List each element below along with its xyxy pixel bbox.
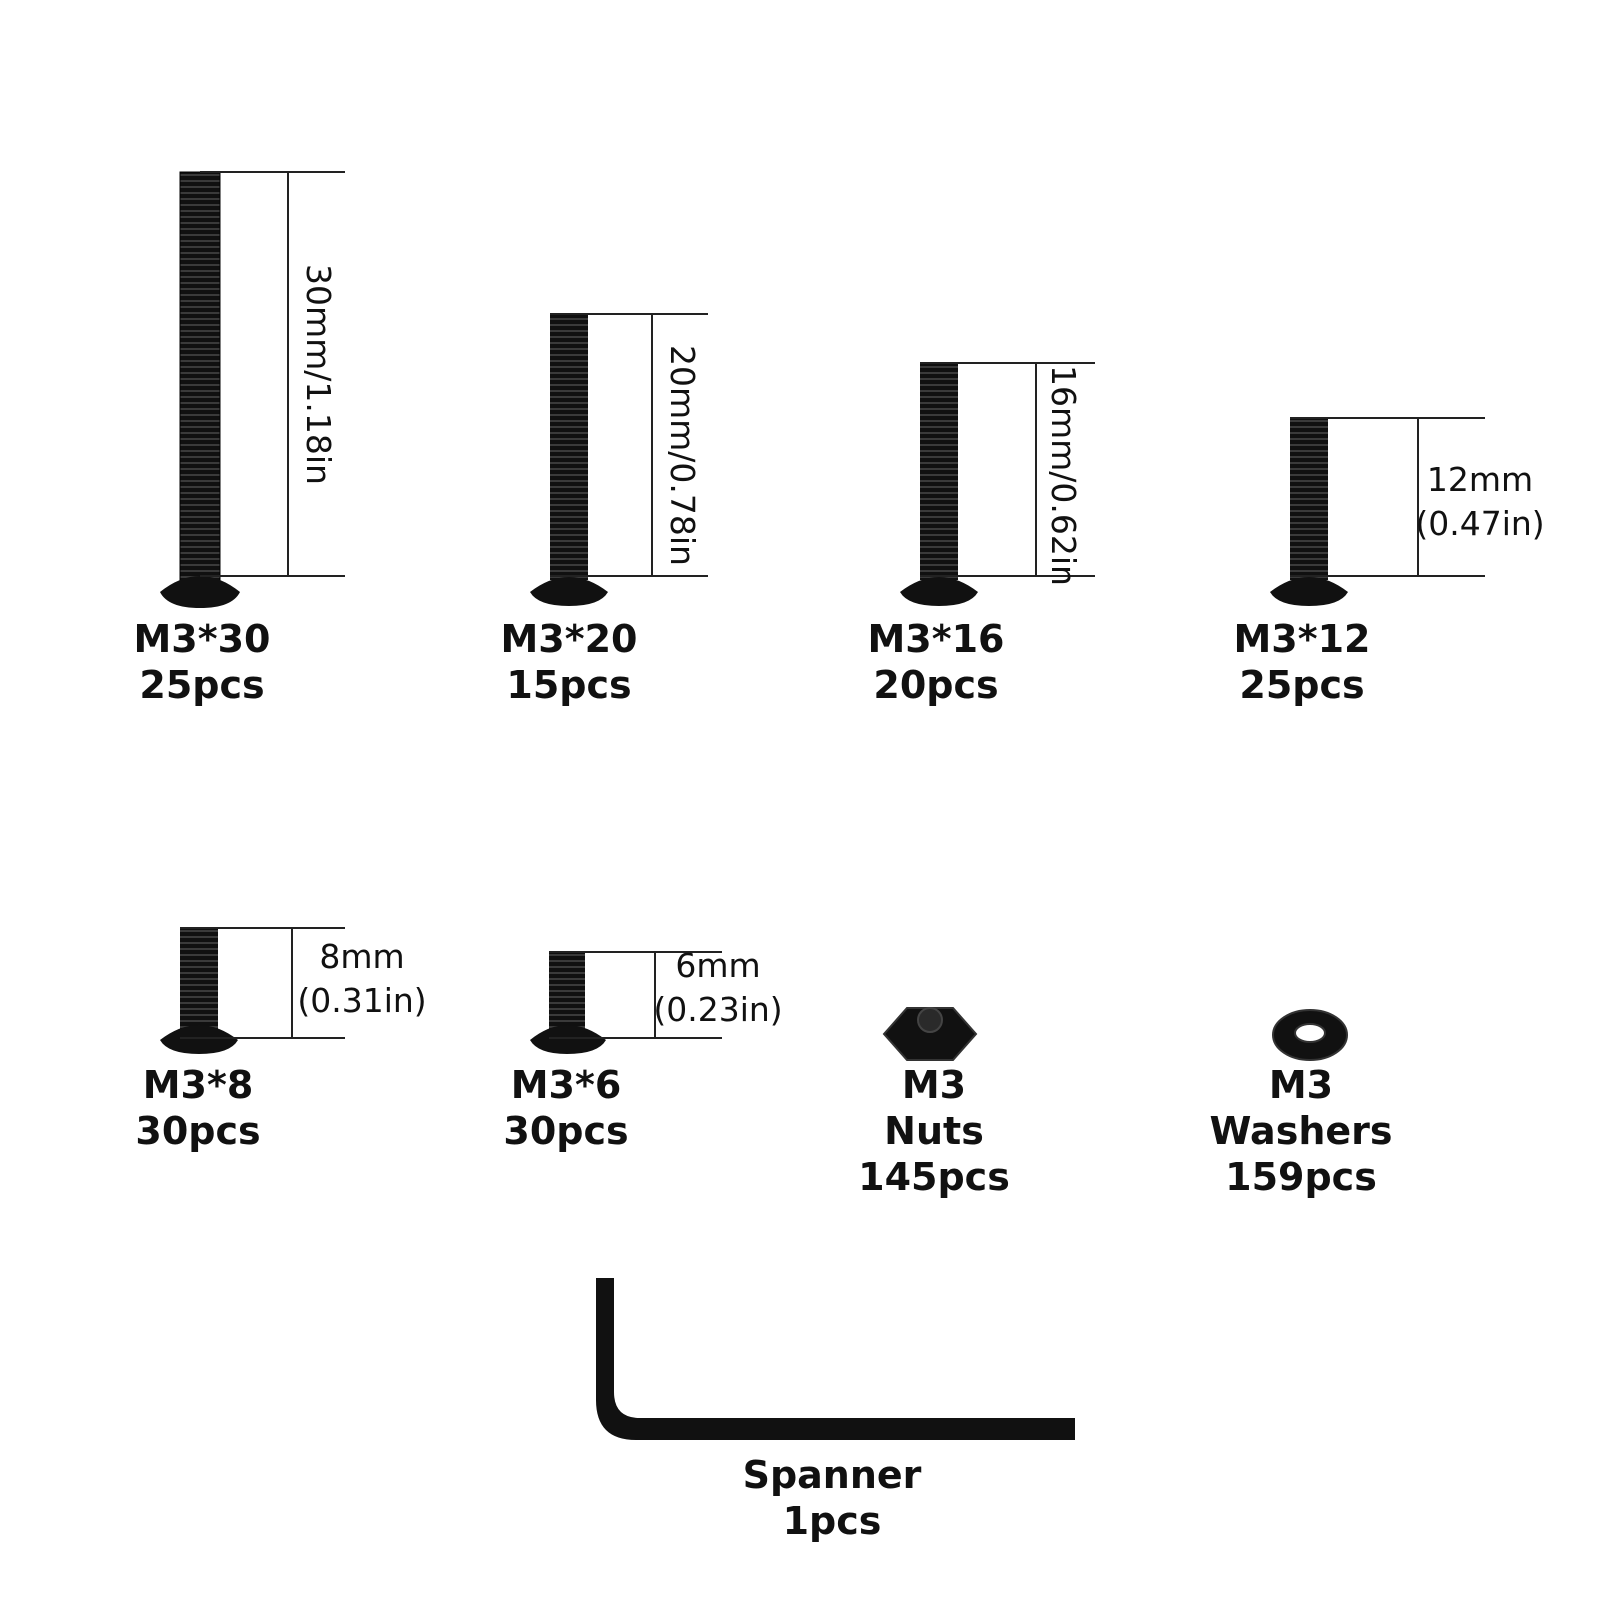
item-size: M3*8 xyxy=(142,1063,254,1107)
dimension-label-m3x30: 30mm/1.18in xyxy=(299,264,338,485)
screw-m3x6 xyxy=(530,952,606,1054)
item-qty: 20pcs xyxy=(873,663,999,707)
item-name: Nuts xyxy=(884,1109,984,1153)
screw-m3x20 xyxy=(530,314,608,606)
dimension-in: (0.31in) xyxy=(297,981,427,1020)
spanner-hex-key xyxy=(596,1278,1075,1440)
dimension-lines-m3x30 xyxy=(200,171,345,577)
label-m3x20: M3*20 15pcs xyxy=(500,616,637,708)
item-size: M3*12 xyxy=(1233,617,1371,661)
item-qty: 25pcs xyxy=(139,663,265,707)
item-qty: 30pcs xyxy=(135,1109,261,1153)
item-qty: 1pcs xyxy=(782,1499,882,1543)
label-m3x8: M3*8 30pcs xyxy=(135,1062,260,1154)
item-size: M3*30 xyxy=(133,617,271,661)
item-qty: 30pcs xyxy=(503,1109,629,1153)
dimension-label-m3x6: 6mm (0.23in) xyxy=(653,944,782,1032)
item-size: M3*16 xyxy=(867,617,1005,661)
item-size: M3*6 xyxy=(510,1063,622,1107)
dimension-lines-m3x12 xyxy=(1290,417,1485,577)
item-size: M3*20 xyxy=(500,617,638,661)
label-m3x6: M3*6 30pcs xyxy=(503,1062,628,1154)
label-washers: M3 Washers 159pcs xyxy=(1209,1062,1392,1200)
item-qty: 145pcs xyxy=(858,1155,1010,1199)
dimension-mm: 12mm xyxy=(1426,460,1534,499)
label-nuts: M3 Nuts 145pcs xyxy=(858,1062,1010,1200)
washer xyxy=(1272,1009,1348,1061)
item-qty: 159pcs xyxy=(1225,1155,1377,1199)
item-size: M3 xyxy=(1268,1063,1334,1107)
screw-m3x30 xyxy=(160,171,240,608)
dimension-label-m3x12: 12mm (0.47in) xyxy=(1415,458,1544,546)
dimension-label-m3x8: 8mm (0.31in) xyxy=(297,935,426,1023)
screw-m3x12 xyxy=(1270,418,1348,606)
dimension-in: (0.23in) xyxy=(653,990,783,1029)
dimension-lines-m3x20 xyxy=(550,313,708,577)
hex-nut xyxy=(882,1007,978,1061)
dimension-lines-m3x8 xyxy=(180,927,345,1039)
item-qty: 15pcs xyxy=(506,663,632,707)
screw-m3x16 xyxy=(900,363,978,606)
dimension-mm: 6mm xyxy=(675,946,761,985)
dimension-label-m3x20: 20mm/0.78in xyxy=(663,345,702,566)
dimension-mm: 8mm xyxy=(319,937,405,976)
label-m3x30: M3*30 25pcs xyxy=(133,616,270,708)
label-spanner: Spanner 1pcs xyxy=(743,1452,922,1544)
item-name: Spanner xyxy=(742,1453,922,1497)
dimension-in: (0.47in) xyxy=(1415,504,1545,543)
dimension-label-m3x16: 16mm/0.62in xyxy=(1044,365,1083,586)
item-name: Washers xyxy=(1209,1109,1393,1153)
label-m3x12: M3*12 25pcs xyxy=(1233,616,1370,708)
item-size: M3 xyxy=(901,1063,967,1107)
dimension-lines-m3x6 xyxy=(549,951,722,1039)
item-qty: 25pcs xyxy=(1239,663,1365,707)
dimension-lines-m3x16 xyxy=(920,362,1095,577)
screw-m3x8 xyxy=(160,928,238,1054)
label-m3x16: M3*16 20pcs xyxy=(867,616,1004,708)
